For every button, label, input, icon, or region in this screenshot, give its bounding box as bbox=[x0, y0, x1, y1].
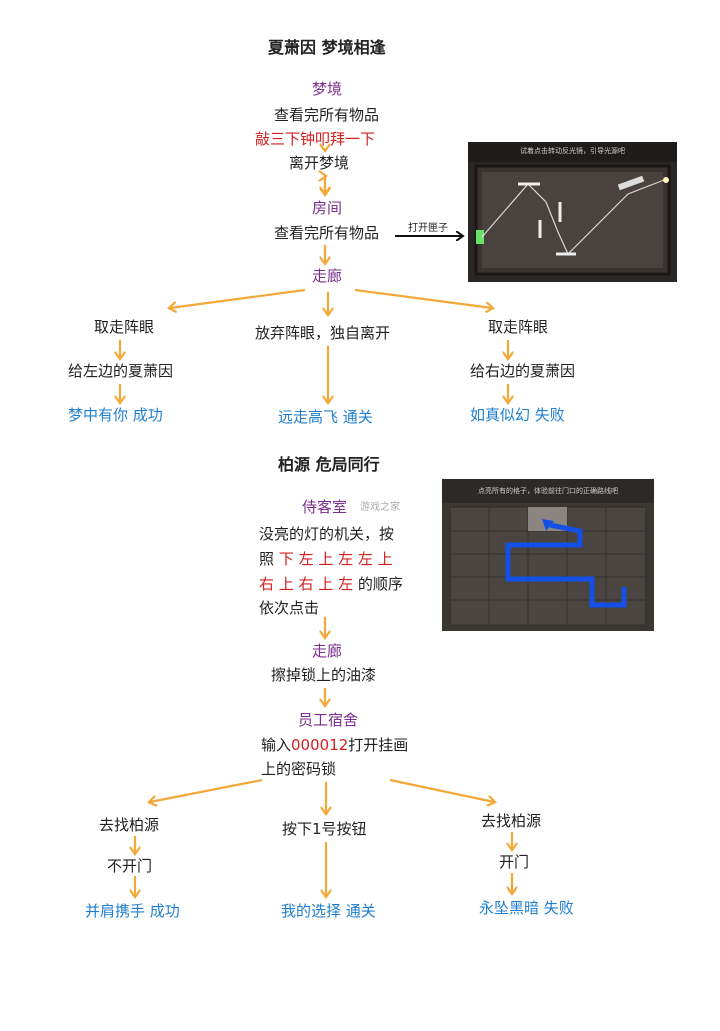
dorm-line2: 上的密码锁 bbox=[261, 760, 337, 778]
arrow-dorm-left bbox=[150, 778, 263, 802]
mirror-puzzle-screenshot: 试着点击转动反光镜，引导光源吧 bbox=[468, 142, 677, 282]
tile-puzzle-board bbox=[449, 506, 647, 626]
dorm-code: 000012 bbox=[291, 736, 349, 754]
instr-line3-suffix: 的顺序 bbox=[357, 575, 403, 593]
right-step-give-right: 给右边的夏萧因 bbox=[470, 362, 576, 380]
open-box-label: 打开匣子 bbox=[408, 223, 448, 234]
right-ending: 如真似幻 失败 bbox=[470, 406, 565, 424]
section2-title: 柏源 危局同行 bbox=[278, 455, 380, 474]
right2-ending: 永坠黑暗 失败 bbox=[479, 899, 574, 917]
mirror-puzzle-board bbox=[474, 164, 671, 276]
dorm-suffix: 打开挂画 bbox=[348, 736, 409, 754]
dream-step-leave: 离开梦境 bbox=[289, 154, 350, 172]
left-ending: 梦中有你 成功 bbox=[68, 406, 163, 424]
right-step-take-eye: 取走阵眼 bbox=[488, 318, 549, 336]
dorm-prefix: 输入 bbox=[261, 736, 292, 754]
instr-line2-prefix: 照 bbox=[259, 550, 275, 568]
corridor2-label: 走廊 bbox=[312, 642, 343, 660]
right2-step-find: 去找柏源 bbox=[481, 812, 542, 830]
room-label: 房间 bbox=[312, 199, 343, 217]
instr-sequence-2: 右 上 右 上 左 bbox=[259, 575, 354, 593]
mid2-step-press: 按下1号按钮 bbox=[282, 820, 367, 838]
right2-step-open: 开门 bbox=[499, 853, 530, 871]
left2-ending: 并肩携手 成功 bbox=[85, 902, 180, 920]
tile-puzzle-screenshot: 点亮所有的格子，体验前往门口的正确路线吧 bbox=[442, 479, 654, 631]
arrow-corridor-left bbox=[170, 288, 306, 308]
left-step-give-left: 给左边的夏萧因 bbox=[68, 362, 174, 380]
mid-ending: 远走高飞 通关 bbox=[278, 408, 373, 426]
watermark: 游戏之家 bbox=[360, 502, 400, 513]
left-step-take-eye: 取走阵眼 bbox=[94, 318, 155, 336]
dorm-line1: 输入000012打开挂画 bbox=[261, 735, 408, 755]
instr-line3: 右 上 右 上 左 的顺序 bbox=[259, 574, 403, 594]
section1-title: 夏萧因 梦境相逢 bbox=[268, 38, 386, 57]
left2-step-no-open: 不开门 bbox=[107, 857, 153, 875]
mid2-ending: 我的选择 通关 bbox=[281, 902, 376, 920]
dorm-label: 员工宿舍 bbox=[298, 711, 359, 729]
instr-line1: 没亮的灯的机关，按 bbox=[259, 525, 395, 543]
waiting-room-label: 侍客室 bbox=[302, 498, 348, 516]
tile-puzzle-caption: 点亮所有的格子，体验前往门口的正确路线吧 bbox=[478, 487, 618, 495]
dream-step-view-items: 查看完所有物品 bbox=[274, 106, 380, 124]
corridor2-step: 擦掉锁上的油漆 bbox=[271, 666, 377, 684]
arrow-dorm-right bbox=[389, 778, 494, 802]
instr-line4: 依次点击 bbox=[259, 599, 320, 617]
left2-step-find: 去找柏源 bbox=[99, 816, 160, 834]
instr-sequence-1: 下 左 上 左 左 上 bbox=[278, 550, 393, 568]
instr-line2: 照 下 左 上 左 左 上 bbox=[259, 549, 393, 569]
room-step-view-items: 查看完所有物品 bbox=[274, 224, 380, 242]
dream-step-ring-bell: 敲三下钟叩拜一下 bbox=[255, 130, 376, 148]
dream-label: 梦境 bbox=[312, 80, 343, 98]
mirror-puzzle-caption: 试着点击转动反光镜，引导光源吧 bbox=[520, 147, 625, 155]
mid-step-abandon: 放弃阵眼，独自离开 bbox=[255, 324, 391, 342]
arrow-corridor-right bbox=[354, 288, 492, 308]
corridor-label: 走廊 bbox=[312, 267, 343, 285]
